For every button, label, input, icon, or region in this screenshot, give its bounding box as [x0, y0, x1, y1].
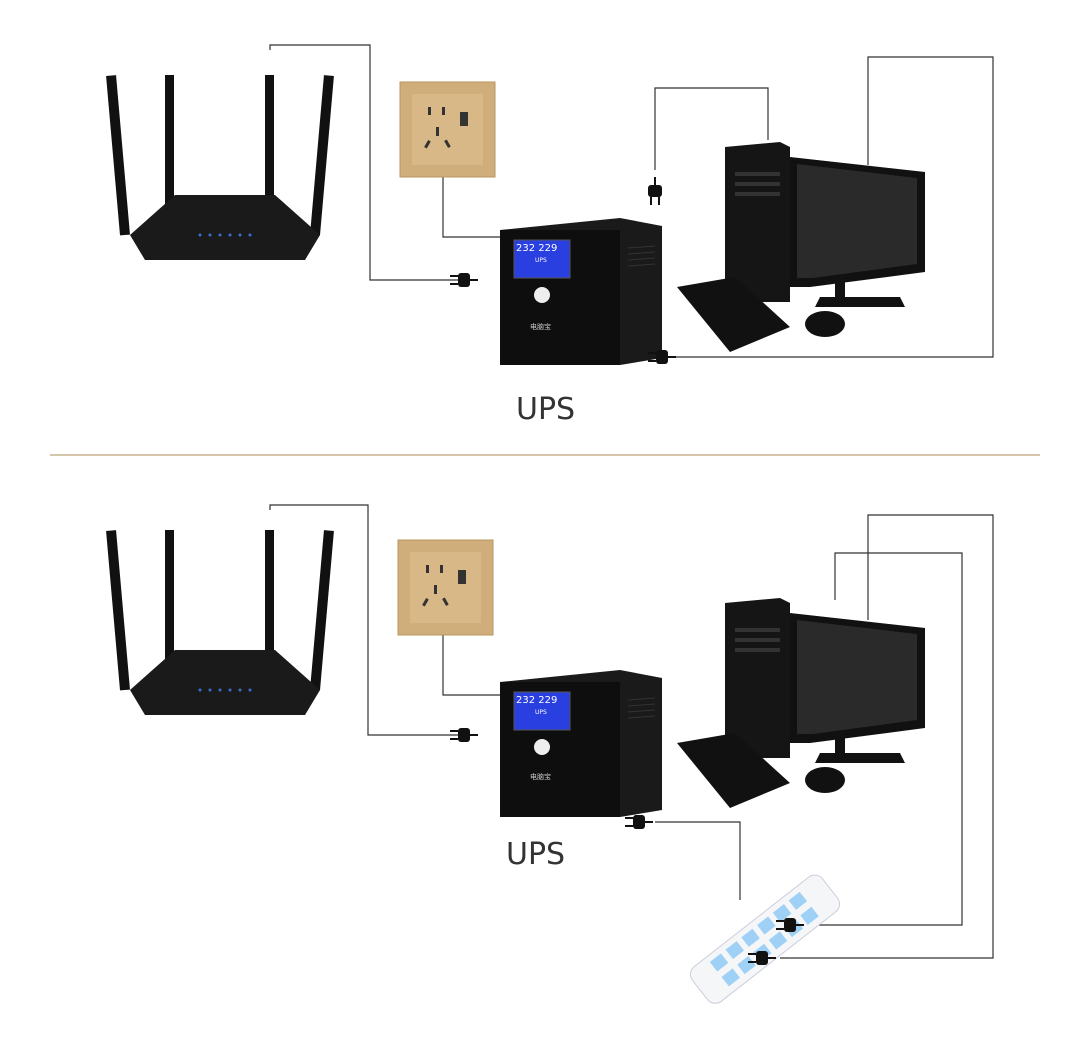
ups-display-sub: UPS: [535, 709, 547, 716]
plug-icon: [648, 177, 662, 205]
ups-display-sub: UPS: [535, 257, 547, 264]
ups-display: 232 229: [516, 695, 558, 706]
ups-brand: 电脑宝: [530, 773, 551, 781]
power-strip-icon: [689, 874, 841, 1004]
wall-socket-icon: [397, 539, 494, 636]
ups-display: 232 229: [516, 243, 558, 254]
computer-icon: [677, 598, 925, 808]
ups-label: UPS: [506, 837, 566, 872]
router-icon: [106, 530, 334, 715]
computer-icon: [677, 142, 925, 352]
ups-icon: [499, 217, 663, 366]
plug-icon: [625, 815, 653, 829]
ups-label: UPS: [516, 392, 576, 427]
ups-brand: 电脑宝: [530, 323, 551, 331]
wires: [269, 44, 994, 959]
panel-top: [106, 75, 925, 366]
ups-icon: [499, 669, 663, 818]
router-icon: [106, 75, 334, 260]
panel-bottom: [106, 530, 925, 1004]
wall-socket-icon: [399, 81, 496, 178]
